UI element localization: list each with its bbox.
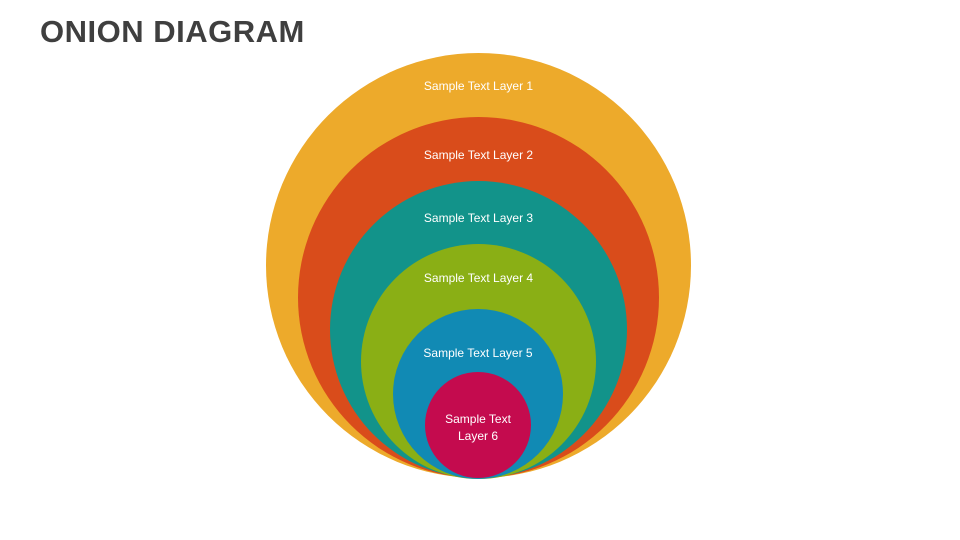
layer-1-label: Sample Text Layer 1 xyxy=(423,79,534,93)
page-title: ONION DIAGRAM xyxy=(40,14,305,49)
layer-2-label: Sample Text Layer 2 xyxy=(423,148,534,162)
layer-5-label: Sample Text Layer 5 xyxy=(423,346,533,360)
layer-4-label: Sample Text Layer 4 xyxy=(423,271,534,285)
layer-3-label: Sample Text Layer 3 xyxy=(423,211,534,225)
layer-6-label: Sample Text Layer 6 xyxy=(445,412,511,443)
onion-layer-6: Sample Text Layer 6 xyxy=(425,372,531,478)
